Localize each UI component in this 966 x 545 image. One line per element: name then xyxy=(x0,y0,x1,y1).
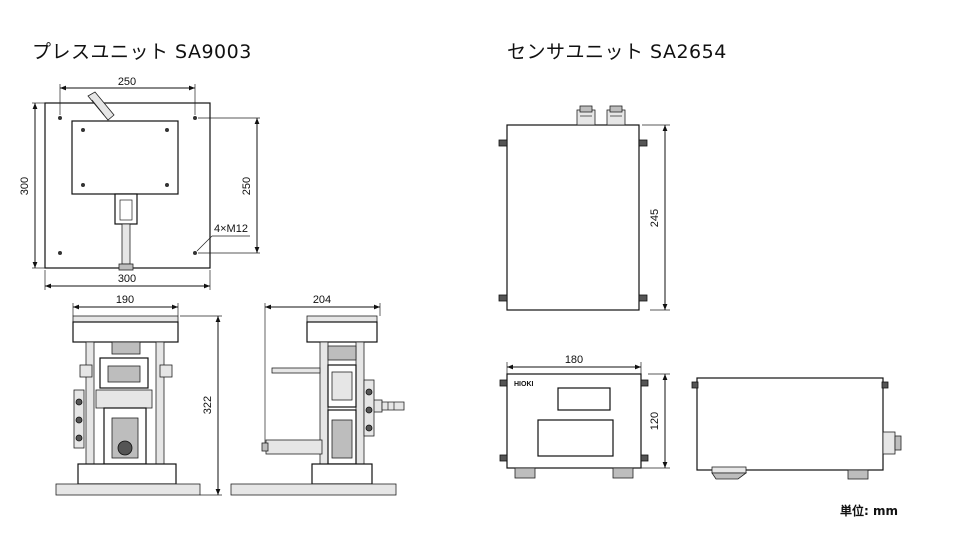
sensor-front-view: 180 HIOKI 120 xyxy=(499,354,670,479)
dim-press-height-left: 300 xyxy=(19,177,31,195)
sensor-unit-title: センサユニット SA2654 xyxy=(507,41,727,63)
dim-press-side-width: 204 xyxy=(313,294,331,306)
dim-press-front-width: 190 xyxy=(116,294,134,306)
sensor-side-view xyxy=(691,377,902,480)
dim-press-width-lower: 300 xyxy=(118,273,136,285)
hole-note: 4×M12 xyxy=(214,223,248,235)
press-unit-title: プレスユニット SA9003 xyxy=(32,41,252,63)
dim-press-height-right: 250 xyxy=(241,177,253,195)
dim-sensor-front-width: 180 xyxy=(565,354,583,366)
unit-note: 単位: mm xyxy=(840,504,898,518)
press-front-view: 190 322 xyxy=(55,294,222,496)
dim-sensor-front-height: 120 xyxy=(649,412,661,430)
mount-hole xyxy=(58,251,62,255)
dim-sensor-top-height: 245 xyxy=(649,209,661,227)
dim-press-front-height: 322 xyxy=(202,396,214,414)
mount-hole xyxy=(58,116,62,120)
press-top-view: 250 300 250 300 4×M12 xyxy=(19,76,260,290)
dim-press-width-upper: 250 xyxy=(118,76,136,88)
brand-label: HIOKI xyxy=(514,381,534,388)
mount-hole xyxy=(193,116,197,120)
mount-hole xyxy=(193,251,197,255)
press-side-view: 204 xyxy=(230,294,405,496)
sensor-top-view: 245 xyxy=(498,105,670,311)
